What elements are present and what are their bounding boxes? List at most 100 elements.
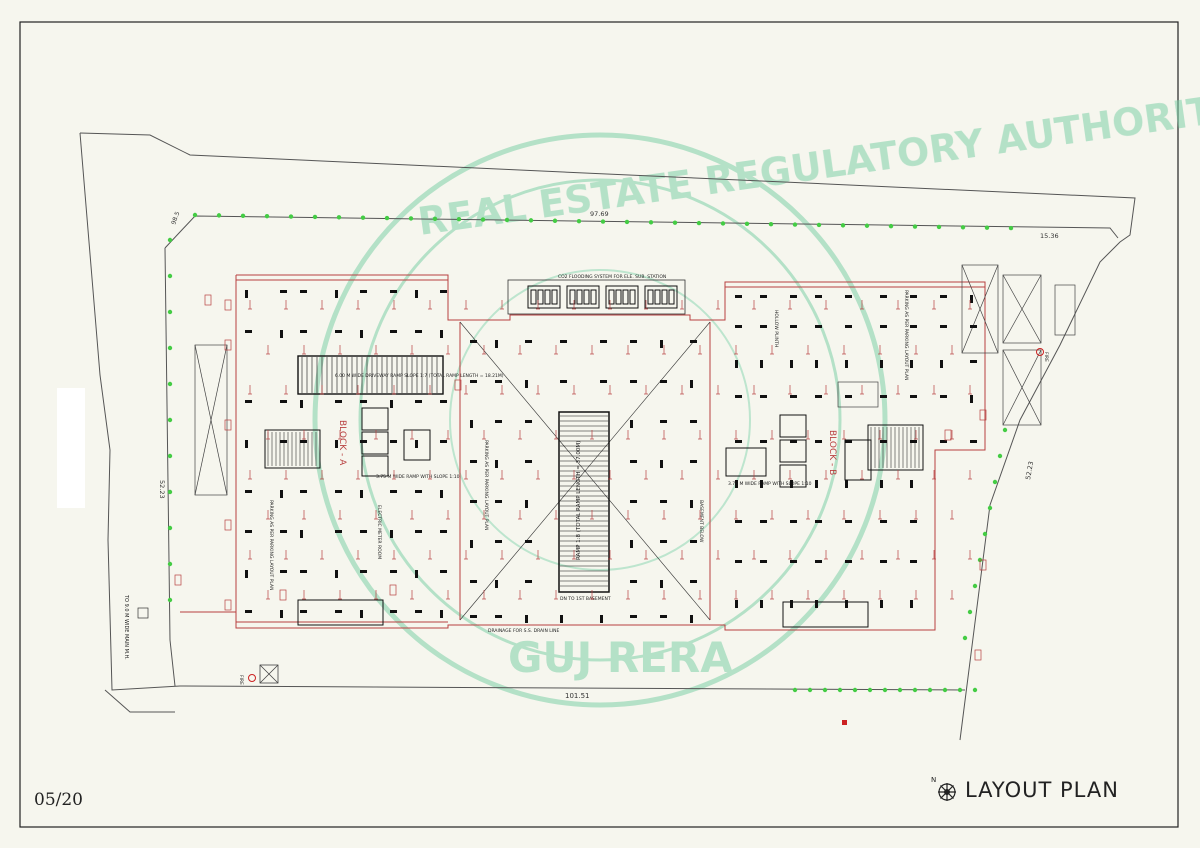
co2-cylinder xyxy=(583,289,590,305)
column xyxy=(525,420,532,423)
column xyxy=(525,540,532,543)
column xyxy=(735,560,742,563)
red-marker xyxy=(842,720,847,725)
column xyxy=(440,610,443,618)
column xyxy=(660,340,663,348)
north-label: N xyxy=(931,776,937,784)
tree xyxy=(312,214,318,220)
column xyxy=(660,380,667,383)
column xyxy=(630,500,637,503)
column xyxy=(660,460,663,468)
column xyxy=(790,440,797,443)
column xyxy=(790,480,793,488)
column xyxy=(415,610,422,613)
sheet-border xyxy=(19,21,1179,828)
trees-top xyxy=(192,212,1014,231)
column xyxy=(735,325,742,328)
co2-cylinder xyxy=(615,289,622,305)
column xyxy=(630,540,633,548)
column xyxy=(415,570,418,578)
co2-cylinder xyxy=(629,289,636,305)
structural-columns xyxy=(245,290,977,623)
tree xyxy=(504,217,510,223)
column xyxy=(300,330,307,333)
column xyxy=(940,440,947,443)
column xyxy=(440,290,447,293)
column xyxy=(880,295,887,298)
column xyxy=(880,520,887,523)
column xyxy=(735,395,742,398)
column xyxy=(470,460,477,463)
co2-cylinder-bank xyxy=(605,285,639,309)
tree xyxy=(167,345,173,351)
column xyxy=(790,395,797,398)
column xyxy=(735,360,738,368)
column xyxy=(525,500,528,508)
column xyxy=(815,440,822,443)
tree xyxy=(288,214,294,219)
main-road-label: TO 9.0 M WIDE MAIN M.H. xyxy=(123,594,129,660)
column xyxy=(690,615,693,623)
tree xyxy=(167,489,173,495)
column xyxy=(735,480,738,488)
tree xyxy=(840,223,846,228)
column xyxy=(815,295,822,298)
column xyxy=(735,520,742,523)
column xyxy=(910,325,917,328)
column xyxy=(940,295,947,298)
column xyxy=(760,295,767,298)
red-fixture xyxy=(974,649,982,661)
tree xyxy=(972,687,978,693)
column xyxy=(335,490,342,493)
co2-flooding-system: CO2 FLOODING SYSTEM FOR ELE. SUB. STATIO… xyxy=(507,274,686,315)
column xyxy=(360,330,363,338)
tree xyxy=(992,479,998,485)
column xyxy=(440,490,443,498)
column xyxy=(690,540,697,543)
co2-cylinder xyxy=(530,289,537,305)
column xyxy=(525,340,532,343)
tree xyxy=(432,216,438,222)
left-ramp-label: 6.00 M WIDE DRIVEWAY RAMP SLOPE 1:7 (TOT… xyxy=(335,373,504,379)
column xyxy=(280,290,287,293)
red-fixture xyxy=(979,559,987,571)
column xyxy=(300,400,303,408)
column xyxy=(245,610,252,613)
red-fixtures xyxy=(174,294,987,661)
fire-hydrant-left xyxy=(248,674,256,682)
column xyxy=(360,290,367,293)
red-fixture xyxy=(174,574,182,586)
tree xyxy=(936,224,942,230)
column xyxy=(910,480,913,488)
column xyxy=(440,440,447,443)
column xyxy=(630,420,633,428)
column xyxy=(660,580,663,588)
column xyxy=(390,570,397,573)
column xyxy=(495,460,498,468)
co2-cylinder xyxy=(661,289,668,305)
column xyxy=(630,460,637,463)
tree xyxy=(744,221,750,227)
column xyxy=(470,420,473,428)
column xyxy=(415,290,418,298)
column xyxy=(415,530,422,533)
tree xyxy=(962,635,968,641)
left-side-structures xyxy=(194,344,228,496)
column xyxy=(415,490,422,493)
column xyxy=(300,610,307,613)
column xyxy=(245,490,252,493)
tree xyxy=(408,216,414,221)
column xyxy=(390,330,397,333)
column xyxy=(495,540,502,543)
red-fixture xyxy=(979,409,987,421)
tree xyxy=(167,309,173,315)
column xyxy=(470,500,477,503)
column xyxy=(280,440,287,443)
column xyxy=(600,340,607,343)
column xyxy=(735,440,742,443)
column xyxy=(735,600,738,608)
column xyxy=(790,600,793,608)
ramp-block-a-label: 3.75 M WIDE RAMP WITH SLOPE 1:10 xyxy=(376,474,460,480)
column xyxy=(335,330,342,333)
column xyxy=(495,500,502,503)
